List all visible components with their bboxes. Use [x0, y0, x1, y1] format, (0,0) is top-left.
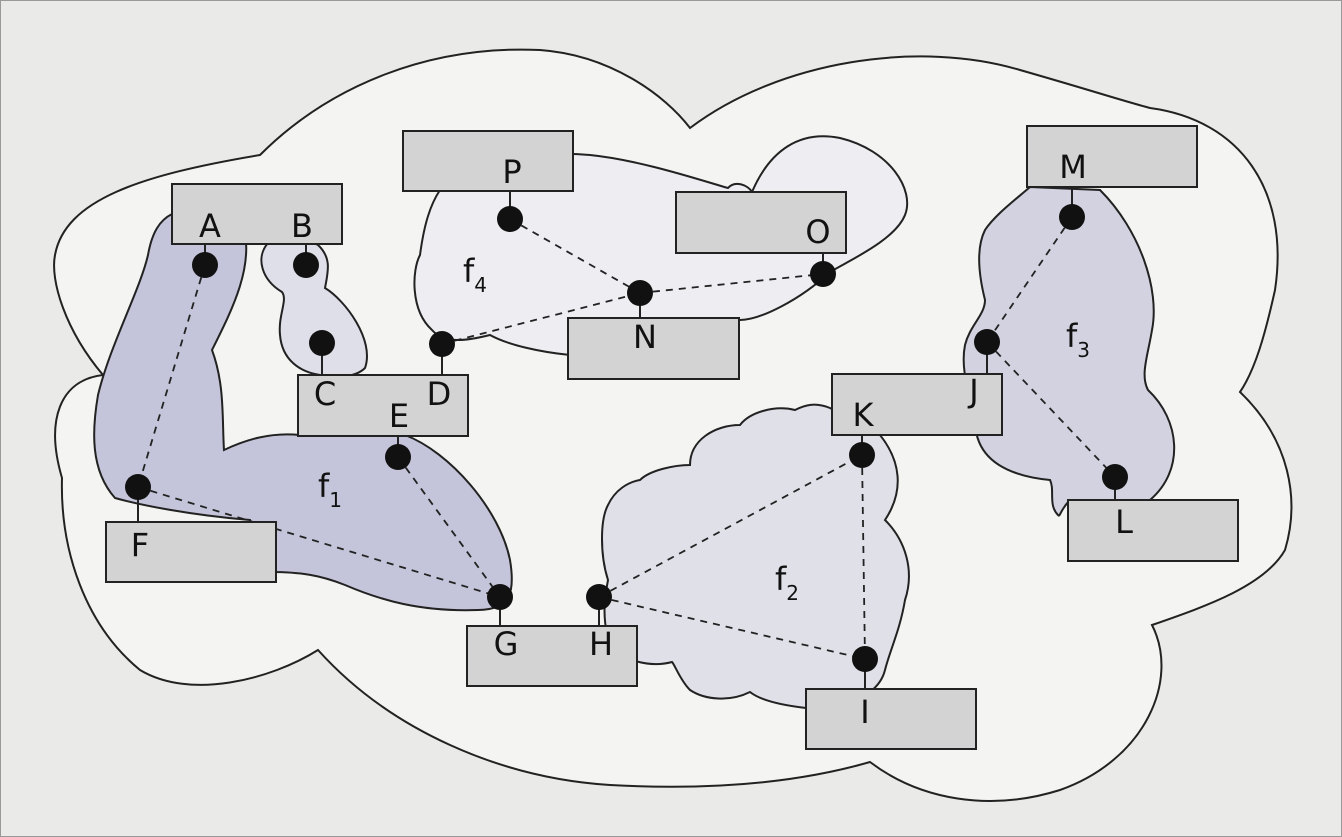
node-b — [293, 252, 319, 278]
box-o — [675, 191, 847, 254]
region-f3-shape — [962, 185, 1176, 517]
label-o: O — [805, 213, 830, 251]
label-g: G — [494, 625, 519, 663]
region-label-f3: f3 — [1066, 317, 1090, 362]
edge-h-i — [598, 596, 866, 660]
label-i: I — [860, 693, 869, 731]
node-j — [974, 329, 1000, 355]
edge-n-o — [639, 273, 824, 294]
box-n — [567, 317, 740, 380]
label-a: A — [199, 207, 221, 245]
connections — [137, 216, 1116, 660]
box-cde — [297, 374, 469, 437]
box-i — [805, 688, 977, 750]
nodes — [125, 204, 1128, 672]
label-p: P — [502, 153, 521, 191]
node-n — [627, 280, 653, 306]
label-d: D — [427, 375, 452, 413]
edge-j-l — [986, 341, 1116, 478]
box-f — [105, 521, 277, 583]
node-o — [810, 261, 836, 287]
box-l — [1067, 499, 1239, 562]
node-k — [849, 442, 875, 468]
region-label-f2: f2 — [775, 560, 799, 605]
edge-h-k — [598, 454, 863, 598]
region-f1-shape — [93, 209, 513, 612]
region-label-f1: f1 — [318, 467, 342, 512]
box-p — [402, 130, 574, 192]
box-ab — [171, 183, 343, 245]
label-b: B — [291, 207, 313, 245]
label-j: J — [967, 372, 978, 410]
label-m: M — [1059, 148, 1087, 186]
box-labels: A B P O M N C D E J K F L G H I — [131, 148, 1133, 731]
label-f: F — [131, 526, 149, 564]
node-g — [487, 584, 513, 610]
label-c: C — [314, 375, 336, 413]
node-i — [852, 646, 878, 672]
edge-e-g — [397, 456, 501, 598]
node-m — [1059, 204, 1085, 230]
label-k: K — [853, 396, 875, 434]
node-a — [192, 252, 218, 278]
node-f — [125, 474, 151, 500]
box-m — [1026, 125, 1198, 188]
node-c — [309, 330, 335, 356]
node-d — [429, 331, 455, 357]
edge-k-i — [861, 454, 866, 660]
label-e: E — [389, 397, 409, 435]
box-gh — [466, 625, 638, 687]
label-l: L — [1115, 503, 1133, 541]
node-p — [497, 206, 523, 232]
node-e — [385, 444, 411, 470]
label-n: N — [633, 318, 657, 356]
label-h: H — [589, 625, 613, 663]
box-jk — [831, 373, 1003, 436]
region-label-f4: f4 — [463, 252, 487, 297]
edge-f-g — [137, 486, 501, 598]
node-h — [586, 584, 612, 610]
edge-d-n — [441, 292, 641, 345]
node-l — [1102, 464, 1128, 490]
